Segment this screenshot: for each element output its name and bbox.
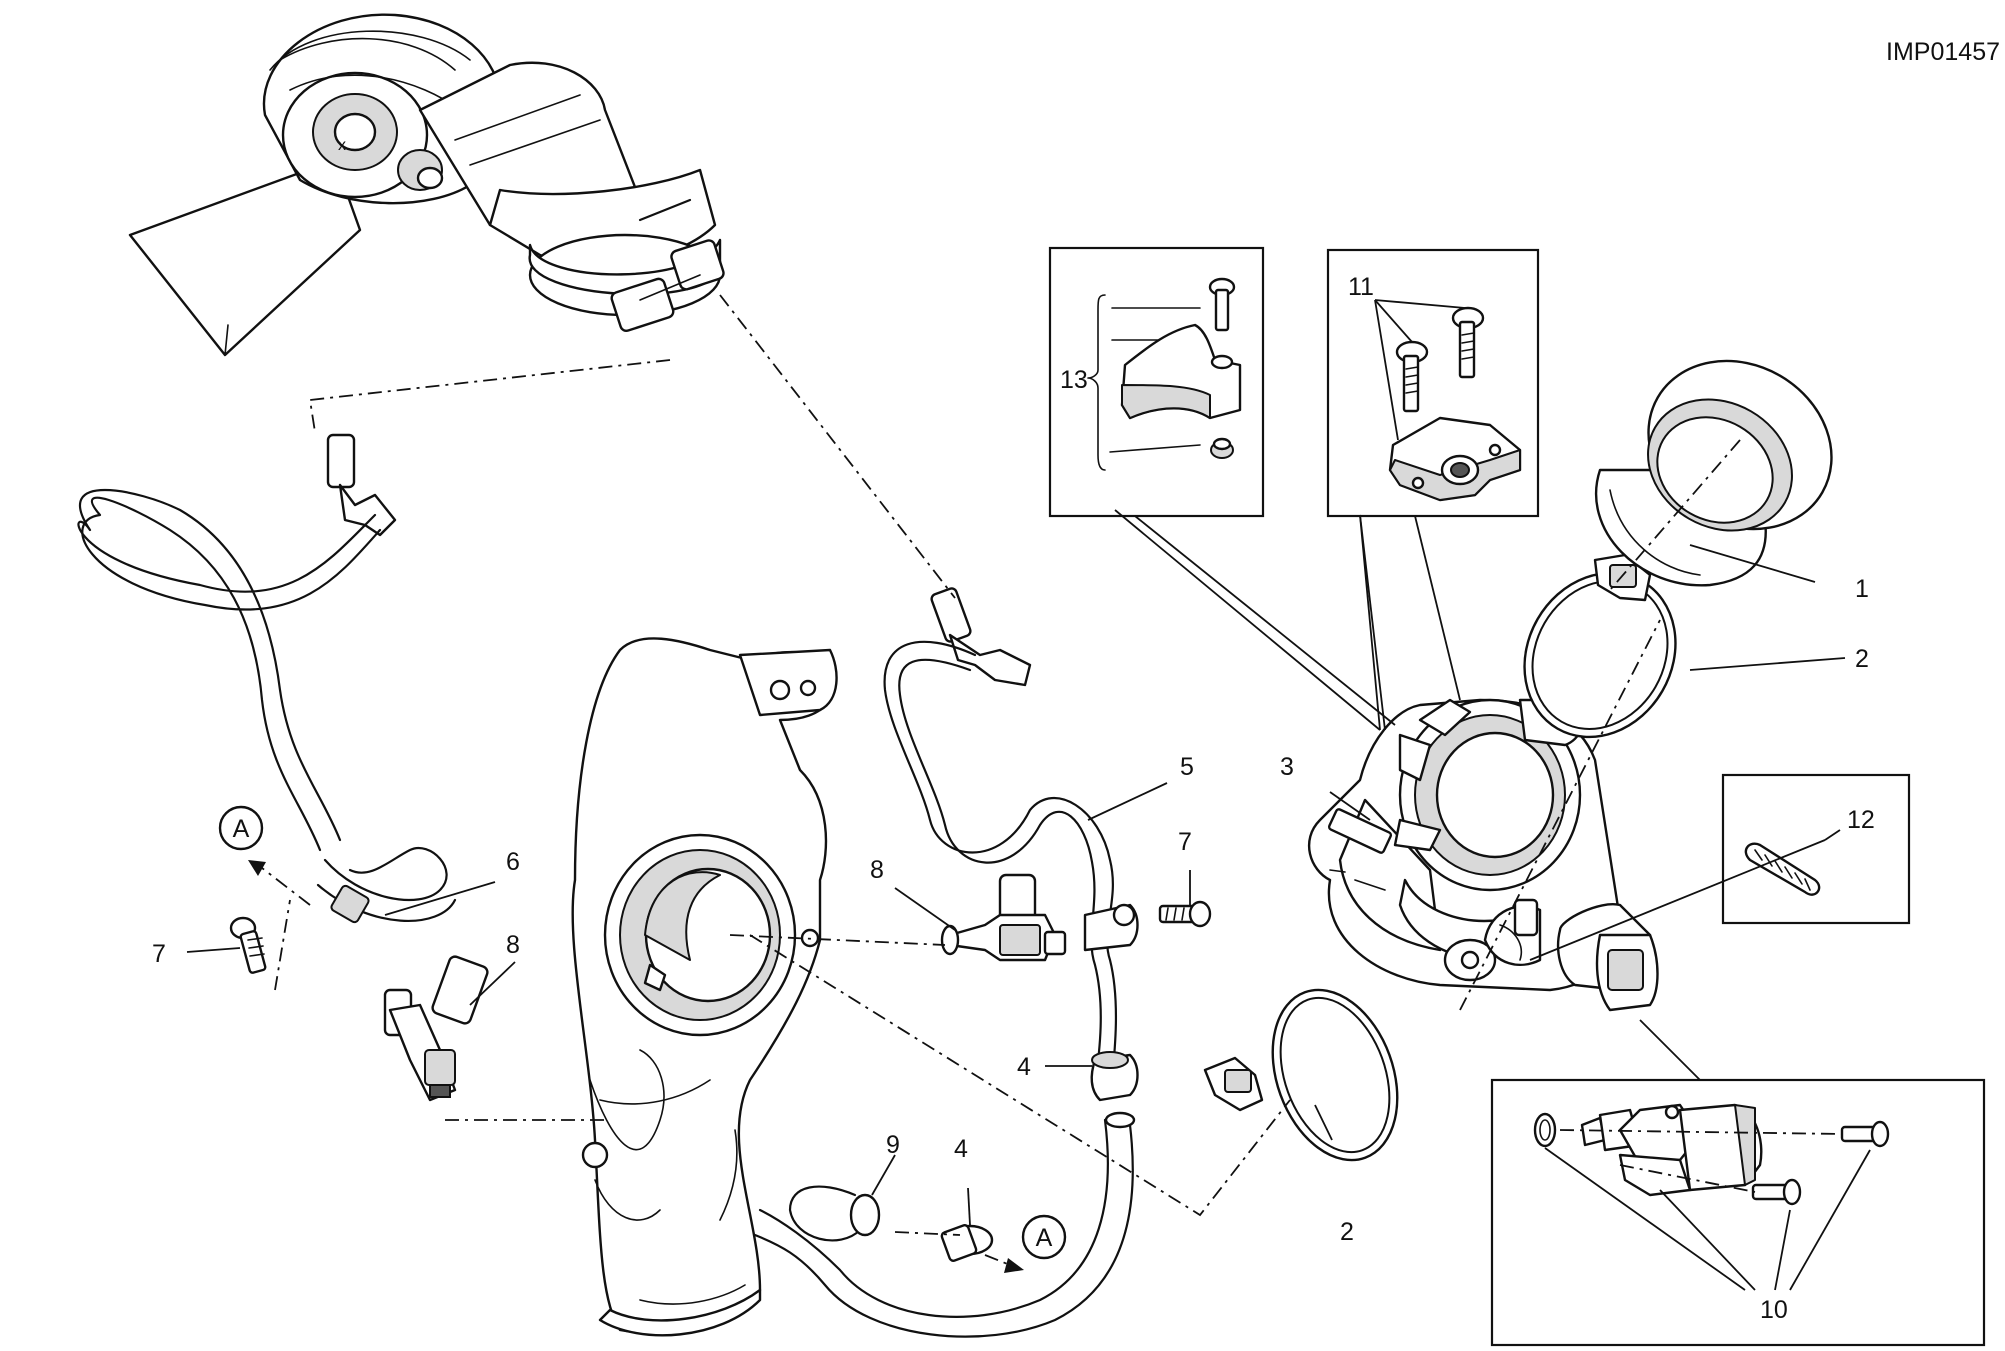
intake-duct-1 (1594, 359, 1833, 587)
callout-2-upper: 2 (1855, 645, 1869, 673)
screw-7-center (1158, 900, 1212, 928)
leader-lines (186, 299, 1871, 1291)
clamp-2-upper (1523, 553, 1677, 739)
callout-12: 12 (1847, 806, 1875, 834)
hose-clamp-4-upper (1090, 1051, 1139, 1102)
throttle-body-3 (1307, 698, 1659, 1012)
inset-box-10 (1490, 1078, 1986, 1347)
drain-hose-9 (753, 1111, 1136, 1338)
fuel-pump-mark: x (338, 137, 346, 154)
callout-1: 1 (1855, 575, 1869, 603)
callout-9: 9 (886, 1131, 900, 1159)
hose-clamp-4-lower (940, 1224, 994, 1262)
fuel-injector-left (388, 955, 489, 1102)
screw-7-left (229, 916, 267, 974)
callout-2-lower: 2 (1340, 1218, 1354, 1246)
fuel-pump-assembly: x (128, 13, 725, 357)
inset-box-12 (1721, 773, 1911, 925)
callout-8-left: 8 (506, 931, 520, 959)
inset-box-13 (1048, 246, 1265, 518)
callout-8-center: 8 (870, 856, 884, 884)
callout-7-center: 7 (1178, 828, 1192, 856)
callout-11: 11 (1348, 273, 1374, 301)
intake-manifold (571, 637, 838, 1337)
callout-10: 10 (1760, 1296, 1788, 1324)
callout-5: 5 (1180, 753, 1194, 781)
clamp-2-lower (1203, 988, 1399, 1162)
callout-3: 3 (1280, 753, 1294, 781)
assembly-dash-lines (274, 294, 1843, 1236)
callout-4-lower: 4 (954, 1135, 968, 1163)
callout-13: 13 (1060, 366, 1088, 394)
callout-7-left: 7 (152, 940, 166, 968)
connector-ref-left-label: A (233, 815, 250, 843)
callout-labels: 1 2 2 3 4 4 5 6 7 7 8 8 9 10 11 12 13 (152, 273, 1875, 1324)
callout-6: 6 (506, 848, 520, 876)
connector-ref-bottom: A (984, 1214, 1067, 1273)
callout-4-upper: 4 (1017, 1053, 1031, 1081)
fuel-hose-6 (77, 433, 457, 1037)
fuel-hose-5 (883, 587, 1139, 1097)
connector-ref-bottom-label: A (1036, 1224, 1053, 1252)
inset-box-11 (1326, 248, 1540, 518)
drawing-code: IMP01457 (1886, 38, 2000, 66)
connector-ref-left: A (218, 805, 311, 906)
fuel-injector-center (940, 873, 1067, 962)
